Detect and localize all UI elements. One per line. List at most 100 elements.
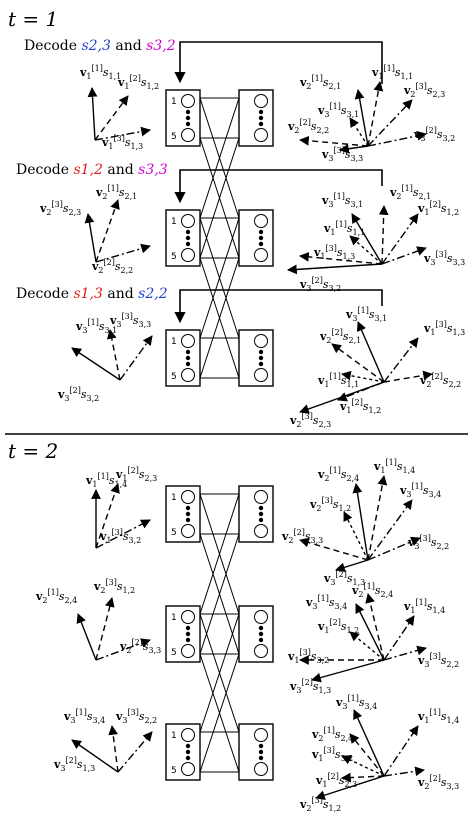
vector-label: v1[1]s1,1 [79, 64, 121, 81]
vector-arrow [71, 739, 119, 773]
vector-label: v1[3]s3,2 [99, 528, 141, 545]
vector-arrow [349, 733, 385, 777]
vector-arrow [365, 593, 385, 661]
left-vector-fan-3: v3[1]s3,1v3[3]s3,3v3[2]s3,2 [57, 312, 153, 403]
vector-arrow [367, 99, 413, 147]
vector-arrow [95, 483, 120, 549]
vector-arrow [299, 381, 385, 414]
node-label-bottom: 5 [171, 766, 177, 776]
node-label-top: 1 [171, 217, 177, 227]
left-vector-fan-1: v1[1]s1,1v1[2]s1,2v1[3]s1,3 [79, 64, 159, 151]
vector-label: v1[1]s1,4 [85, 472, 127, 489]
vector-arrow [352, 483, 369, 561]
vector-arrow [378, 205, 389, 265]
vector-arrow [367, 536, 421, 561]
node-box-5: 15 [165, 329, 201, 387]
vector-label: v1[2]s1,2 [117, 74, 159, 91]
vector-label: v3[3]s3,3 [423, 250, 465, 267]
vector-arrow [94, 95, 129, 141]
node-box-1: 15 [165, 89, 201, 147]
vector-arrow [76, 613, 97, 661]
vector-arrow [353, 709, 385, 777]
node-box-7: 15 [165, 485, 201, 543]
vector-arrow [354, 89, 369, 147]
vector-arrow [343, 511, 369, 561]
vector-arrow [95, 243, 151, 263]
vector-label: v3[2]s1,3 [53, 756, 95, 773]
vector-label: v2[3]s2,3 [39, 200, 81, 217]
vector-arrow [84, 213, 97, 263]
right-vector-fan-2: v3[1]s3,1v2[1]s2,1v1[2]s1,2v1[1]s1,1v1[3… [287, 184, 465, 293]
vector-label: v3[3]s3,3 [109, 312, 151, 329]
vector-label: v1[2]s1,2 [317, 618, 359, 635]
vector-arrow [339, 143, 369, 154]
vector-label: v2[1]s2,1 [389, 184, 431, 201]
vector-label: v3[3]s3,3 [321, 146, 363, 163]
vector-label: v2[1]s2,4 [35, 588, 77, 605]
node-label-bottom: 5 [171, 372, 177, 382]
vector-label: v3[2]s1,3 [289, 678, 331, 695]
node-box-4 [238, 209, 274, 267]
link-lines-2 [199, 493, 240, 773]
link-lines-1 [199, 97, 240, 379]
vector-arrow [367, 81, 384, 147]
section-header-t2: t = 2 [8, 439, 58, 463]
vector-label: v3[2]s1,3 [323, 570, 365, 587]
vector-label: v1[1]s1,4 [417, 708, 459, 725]
vector-label: v2[2]s3,3 [119, 638, 161, 655]
vector-arrow [355, 603, 385, 661]
vector-label: v3[1]s3,1 [345, 306, 387, 323]
node-box-12 [238, 723, 274, 781]
vector-arrow [381, 246, 427, 265]
vector-label: v2[1]s2,4 [317, 466, 359, 483]
vector-label: v3[1]s3,4 [399, 482, 441, 499]
vector-arrow [94, 126, 151, 141]
vector-arrow [299, 135, 369, 147]
vector-label: v3[2]s3,2 [413, 126, 455, 143]
vector-arrow [311, 659, 385, 683]
node-label-top: 1 [171, 731, 177, 741]
decode-label-2: Decode s1,2 and s3,3 [16, 162, 168, 178]
vector-arrow [367, 130, 427, 147]
vector-arrow [95, 597, 115, 661]
vector-arrow [383, 725, 419, 777]
vector-label: v2[2]s3,3 [417, 774, 459, 791]
vector-label: v1[2]s1,2 [417, 200, 459, 217]
left-vector-fan-5: v2[1]s2,4v2[3]s1,2v2[2]s3,3 [35, 578, 161, 661]
vector-fans: v1[1]s1,1v1[2]s1,2v1[3]s1,3v2[1]s2,1v1[1… [35, 64, 465, 813]
vector-arrow [119, 335, 153, 381]
vector-label: v1[1]s1,4 [373, 458, 415, 475]
vector-label: v2[2]s2,2 [91, 258, 133, 275]
vector-arrow [335, 559, 369, 573]
node-label-top: 1 [171, 493, 177, 503]
node-label-top: 1 [171, 337, 177, 347]
vector-label: v3[1]s3,4 [335, 694, 377, 711]
node-box-9: 15 [165, 605, 201, 663]
vector-label: v2[1]s2,1 [95, 184, 137, 201]
decode-label-1: Decode s2,3 and s3,2 [24, 38, 176, 54]
vector-arrow [117, 731, 153, 773]
vector-arrow [331, 343, 385, 383]
vector-arrow [287, 263, 383, 275]
vector-label: v1[3]s3,2 [287, 648, 329, 665]
node-label-bottom: 5 [171, 648, 177, 658]
feedback-line-1 [174, 41, 383, 84]
node-box-6 [238, 329, 274, 387]
vector-label: v1[1]s1,1 [371, 64, 413, 81]
vector-arrow [299, 537, 369, 561]
node-box-2 [238, 89, 274, 147]
vector-label: v1[1]s1,4 [403, 598, 445, 615]
vector-label: v3[3]s2,2 [417, 652, 459, 669]
vector-label: v2[3]s1,2 [309, 496, 351, 513]
vector-label: v2[2]s2,2 [287, 118, 329, 135]
vector-label: v1[1]s1,1 [317, 372, 359, 389]
vector-label: v2[2]s2,1 [319, 328, 361, 345]
vector-label: v2[2]s3,3 [281, 528, 323, 545]
node-label-top: 1 [171, 613, 177, 623]
vector-label: v1[3]s1,3 [313, 244, 355, 261]
section-header-t1: t = 1 [8, 7, 58, 31]
vector-arrow [383, 645, 427, 661]
